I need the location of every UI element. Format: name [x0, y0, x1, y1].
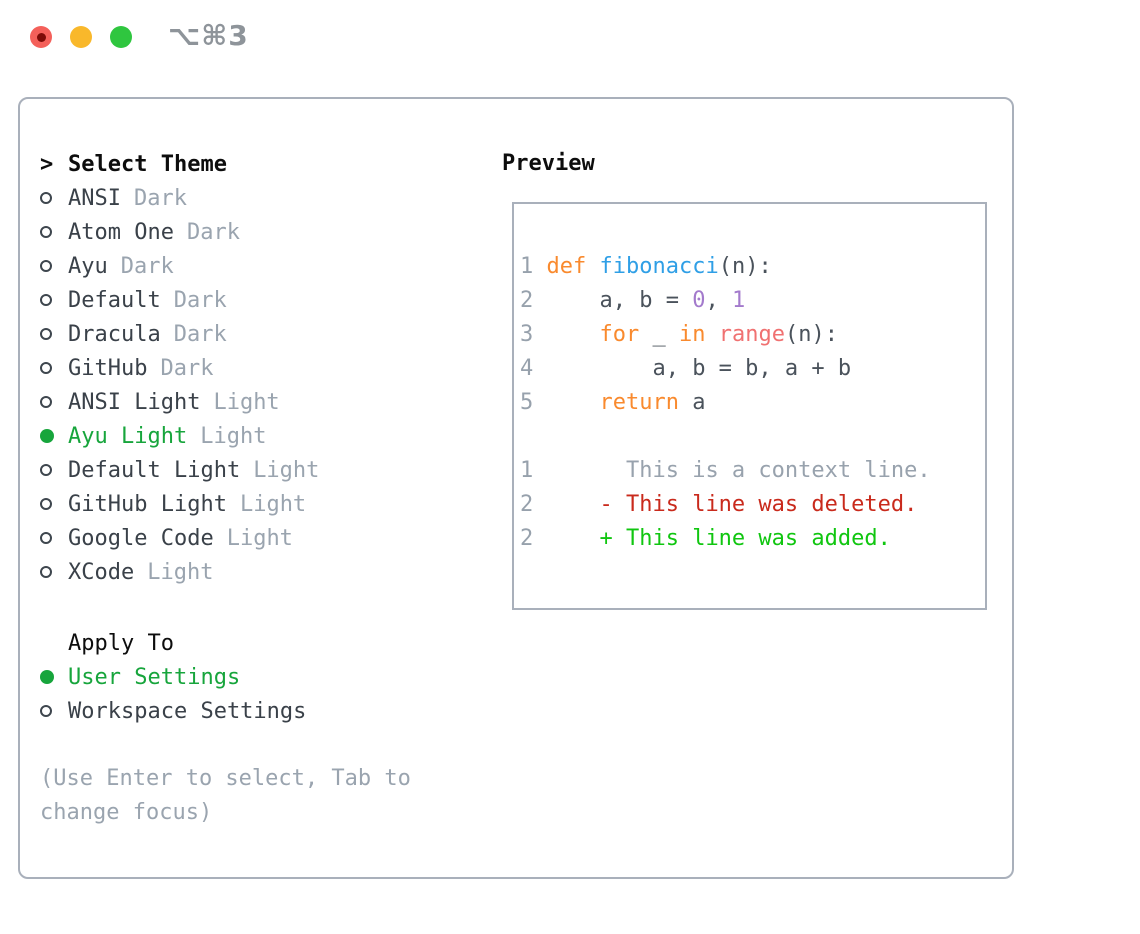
- radio-unselected-icon: [40, 566, 68, 578]
- option-label: Ayu: [68, 253, 108, 279]
- option-variant-tag: Dark: [160, 355, 214, 381]
- preview-box: 1 def fibonacci(n): 2 a, b = 0, 1 3 for _ …: [512, 202, 987, 610]
- option-label: Workspace Settings: [68, 698, 307, 724]
- option-variant-tag: Dark: [173, 287, 227, 313]
- radio-selected-icon: [40, 429, 68, 443]
- theme-list-header-row: > Select Theme: [40, 147, 319, 181]
- option-variant-tag: Light: [200, 423, 267, 449]
- option-variant-tag: Light: [253, 457, 320, 483]
- theme-option[interactable]: Dracula Dark: [40, 317, 319, 351]
- code-line: 3 for _ in range(n):: [520, 322, 838, 347]
- code-line: 2 - This line was deleted.: [520, 492, 918, 517]
- radio-unselected-icon: [40, 294, 68, 306]
- radio-unselected-icon: [40, 328, 68, 340]
- cursor-chevron-icon: >: [40, 151, 54, 177]
- minimize-button-icon[interactable]: [70, 26, 92, 48]
- radio-selected-icon: [40, 670, 68, 684]
- code-line: 1 This is a context line.: [520, 458, 931, 483]
- code-line: 2 a, b = 0, 1: [520, 288, 746, 313]
- theme-option[interactable]: Google Code Light: [40, 521, 319, 555]
- option-variant-tag: Light: [147, 559, 214, 585]
- theme-option[interactable]: Default Dark: [40, 283, 319, 317]
- keyboard-shortcut-label: ⌥⌘3: [168, 19, 249, 52]
- option-label: User Settings: [68, 664, 241, 690]
- window-titlebar: [30, 26, 132, 48]
- option-variant-tag: Light: [226, 525, 293, 551]
- option-variant-tag: Dark: [173, 321, 227, 347]
- close-dot-icon: [36, 32, 46, 42]
- radio-unselected-icon: [40, 226, 68, 238]
- radio-unselected-icon: [40, 362, 68, 374]
- apply-to-option[interactable]: Workspace Settings: [40, 694, 306, 728]
- theme-option[interactable]: ANSI Light Light: [40, 385, 319, 419]
- zoom-button-icon[interactable]: [110, 26, 132, 48]
- radio-unselected-icon: [40, 532, 68, 544]
- radio-unselected-icon: [40, 705, 68, 717]
- option-label: ANSI Light: [68, 389, 201, 415]
- radio-unselected-icon: [40, 260, 68, 272]
- help-text: (Use Enter to select, Tab to change focu…: [40, 766, 411, 825]
- theme-list-title: Select Theme: [68, 151, 227, 177]
- option-variant-tag: Light: [213, 389, 280, 415]
- option-label: ANSI: [68, 185, 121, 211]
- theme-option[interactable]: XCode Light: [40, 555, 319, 589]
- theme-option[interactable]: Ayu Dark: [40, 249, 319, 283]
- option-label: GitHub: [68, 355, 148, 381]
- option-variant-tag: Dark: [133, 185, 187, 211]
- theme-option[interactable]: ANSI Dark: [40, 181, 319, 215]
- code-line: 2 + This line was added.: [520, 526, 891, 551]
- apply-to-header-row: Apply To: [40, 626, 306, 660]
- option-label: Default: [68, 287, 161, 313]
- radio-unselected-icon: [40, 396, 68, 408]
- code-line: 4 a, b = b, a + b: [520, 356, 852, 381]
- apply-to-title: Apply To: [68, 630, 174, 656]
- option-variant-tag: Dark: [120, 253, 174, 279]
- radio-unselected-icon: [40, 192, 68, 204]
- radio-unselected-icon: [40, 464, 68, 476]
- code-line: 5 return a: [520, 390, 706, 415]
- option-label: Atom One: [68, 219, 174, 245]
- theme-option[interactable]: GitHub Dark: [40, 351, 319, 385]
- option-label: GitHub Light: [68, 491, 227, 517]
- option-label: Ayu Light: [68, 423, 188, 449]
- theme-option[interactable]: GitHub Light Light: [40, 487, 319, 521]
- code-line: [520, 420, 931, 454]
- close-button-icon[interactable]: [30, 26, 52, 48]
- option-label: Google Code: [68, 525, 214, 551]
- option-variant-tag: Dark: [186, 219, 240, 245]
- theme-option[interactable]: Ayu Light Light: [40, 419, 319, 453]
- apply-to-option[interactable]: User Settings: [40, 660, 306, 694]
- option-variant-tag: Light: [239, 491, 307, 517]
- preview-title: Preview: [502, 151, 595, 176]
- code-preview: 1 def fibonacci(n): 2 a, b = 0, 1 3 for _ …: [520, 250, 931, 556]
- theme-option[interactable]: Atom One Dark: [40, 215, 319, 249]
- theme-option[interactable]: Default Light Light: [40, 453, 319, 487]
- radio-unselected-icon: [40, 498, 68, 510]
- option-label: Default Light: [68, 457, 241, 483]
- code-line: 1 def fibonacci(n):: [520, 254, 772, 279]
- option-label: Dracula: [68, 321, 161, 347]
- option-label: XCode: [68, 559, 135, 585]
